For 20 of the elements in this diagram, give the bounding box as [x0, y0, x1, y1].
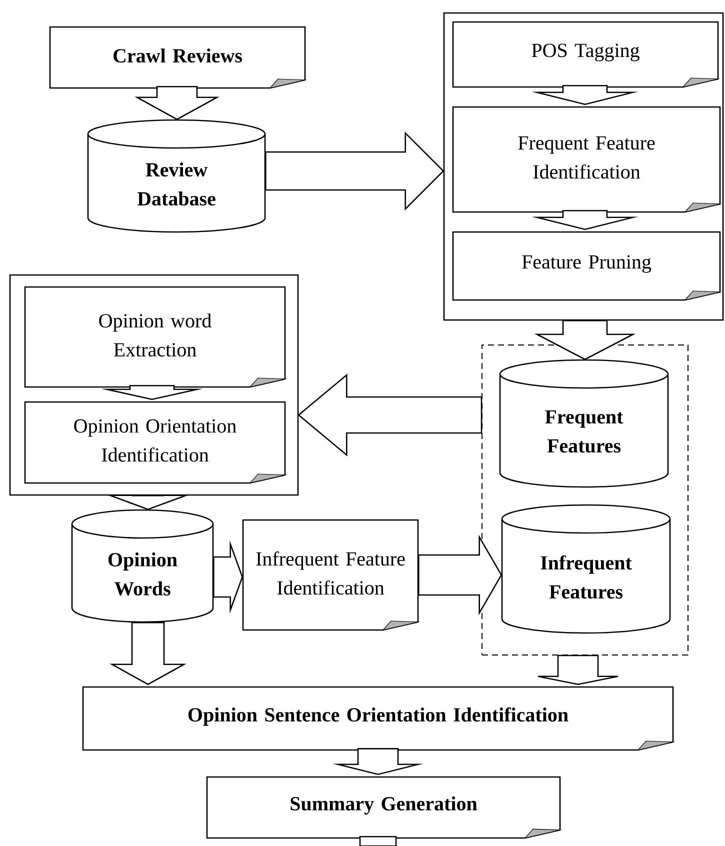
group-box: [9, 274, 299, 496]
block-arrow: [134, 86, 220, 120]
block-arrow: [332, 748, 424, 776]
database-cylinder: Frequent Features: [499, 359, 669, 488]
database-cylinder: Review Database: [87, 119, 266, 233]
block-arrow: [265, 131, 444, 211]
block-arrow: [106, 494, 190, 510]
block-arrow: [534, 320, 636, 360]
database-cylinder: Infrequent Features: [501, 504, 671, 634]
block-arrow: [213, 540, 244, 614]
block-arrow: [532, 210, 638, 230]
block-arrow: [101, 385, 203, 400]
block-arrow: [532, 85, 638, 106]
block-arrow: [359, 836, 397, 846]
block-arrow: [537, 654, 619, 686]
database-cylinder: Opinion Words: [71, 509, 214, 623]
group-box: [443, 12, 724, 321]
block-arrow: [298, 374, 482, 456]
block-arrow: [110, 622, 186, 686]
block-arrow: [418, 534, 502, 616]
